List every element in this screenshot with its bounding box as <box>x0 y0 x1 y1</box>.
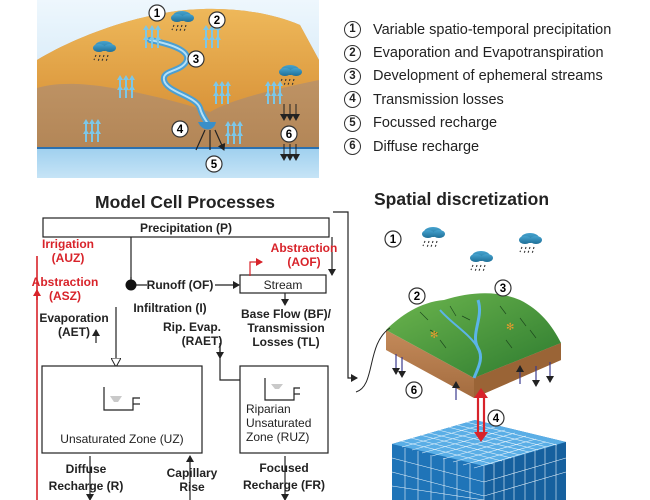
landscape-illustration <box>37 0 319 178</box>
spatial-marker-4: 4 <box>493 413 500 425</box>
abstraction-aof-label: Abstraction <box>271 241 338 255</box>
legend-item-ephemeral-streams: 3 Development of ephemeral streams <box>344 65 650 88</box>
terrain-block: ✻ ✻ <box>355 293 561 442</box>
capillary-label-2: Rise <box>179 480 205 494</box>
legend-item-evaporation: 2 Evaporation and Evapotranspiration <box>344 41 650 64</box>
legend-text: Diffuse recharge <box>373 138 480 155</box>
precipitation-label: Precipitation (P) <box>140 221 232 235</box>
irrigation-code: (AUZ) <box>52 251 85 265</box>
focused-label: Focused <box>259 461 308 475</box>
legend-text: Variable spatio-temporal precipitation <box>373 21 612 38</box>
base-flow-label-2: Transmission <box>247 321 324 335</box>
model-cell-diagram <box>33 211 358 500</box>
runoff-label: Runoff (OF) <box>147 278 214 292</box>
landscape-markers: 1 2 3 4 5 6 <box>148 4 298 173</box>
model-cell-title: Model Cell Processes <box>95 192 275 212</box>
legend-text: Evaporation and Evapotranspiration <box>373 45 604 62</box>
legend-number: 1 <box>344 21 361 39</box>
legend-text: Development of ephemeral streams <box>373 68 603 85</box>
base-flow-label-3: Losses (TL) <box>252 335 319 349</box>
diffuse-code: Recharge (R) <box>49 479 124 493</box>
svg-text:✻: ✻ <box>430 330 438 341</box>
uz-label: Unsaturated Zone (UZ) <box>60 432 183 446</box>
landscape-marker-5: 5 <box>211 159 218 171</box>
diffuse-label: Diffuse <box>66 462 107 476</box>
legend-item-transmission-losses: 4 Transmission losses <box>344 88 650 111</box>
infiltration-label: Infiltration (I) <box>133 301 206 315</box>
legend-number: 6 <box>344 138 361 156</box>
landscape-marker-2: 2 <box>214 15 220 27</box>
landscape-marker-6: 6 <box>286 129 292 141</box>
legend-item-diffuse-recharge: 6 Diffuse recharge <box>344 135 650 158</box>
abstraction-aof-code: (AOF) <box>287 255 320 269</box>
evaporation-code: (AET) <box>58 325 90 339</box>
legend-text: Focussed recharge <box>373 115 498 132</box>
spatial-marker-3: 3 <box>500 283 506 295</box>
legend-number: 5 <box>344 114 361 132</box>
process-legend: 1 Variable spatio-temporal precipitation… <box>344 18 650 158</box>
irrigation-label: Irrigation <box>42 237 94 251</box>
evaporation-label: Evaporation <box>39 311 108 325</box>
grid-block <box>391 420 567 500</box>
legend-item-focussed-recharge: 5 Focussed recharge <box>344 112 650 135</box>
capillary-label: Capillary <box>167 466 218 480</box>
runoff-node <box>125 279 137 291</box>
focused-code: Recharge (FR) <box>243 478 325 492</box>
abstraction-asz-label: Abstraction <box>32 275 99 289</box>
landscape-marker-3: 3 <box>193 54 199 66</box>
spatial-title: Spatial discretization <box>374 189 549 209</box>
legend-item-precipitation: 1 Variable spatio-temporal precipitation <box>344 18 650 41</box>
ruz-label-2: Unsaturated <box>246 416 311 430</box>
base-flow-label: Base Flow (BF)/ <box>241 307 332 321</box>
svg-text:✻: ✻ <box>506 322 514 333</box>
abstraction-asz-code: (ASZ) <box>49 289 81 303</box>
legend-number: 3 <box>344 67 361 85</box>
stream-label: Stream <box>264 278 303 292</box>
legend-number: 2 <box>344 44 361 62</box>
rip-evap-code: (RAET) <box>182 334 223 348</box>
spatial-marker-2: 2 <box>414 291 420 303</box>
landscape-marker-4: 4 <box>177 124 184 136</box>
legend-text: Transmission losses <box>373 91 504 108</box>
spatial-illustration: ✻ ✻ <box>355 227 567 500</box>
spatial-marker-1: 1 <box>390 234 397 246</box>
spatial-marker-6: 6 <box>411 385 417 397</box>
ruz-label-3: Zone (RUZ) <box>246 430 309 444</box>
ruz-label: Riparian <box>246 402 291 416</box>
landscape-marker-1: 1 <box>154 8 161 20</box>
spatial-markers: 1 2 3 4 6 <box>384 230 512 427</box>
rip-evap-label: Rip. Evap. <box>163 320 221 334</box>
legend-number: 4 <box>344 91 361 109</box>
model-cell-labels: Model Cell Processes Precipitation (P) I… <box>32 192 338 494</box>
